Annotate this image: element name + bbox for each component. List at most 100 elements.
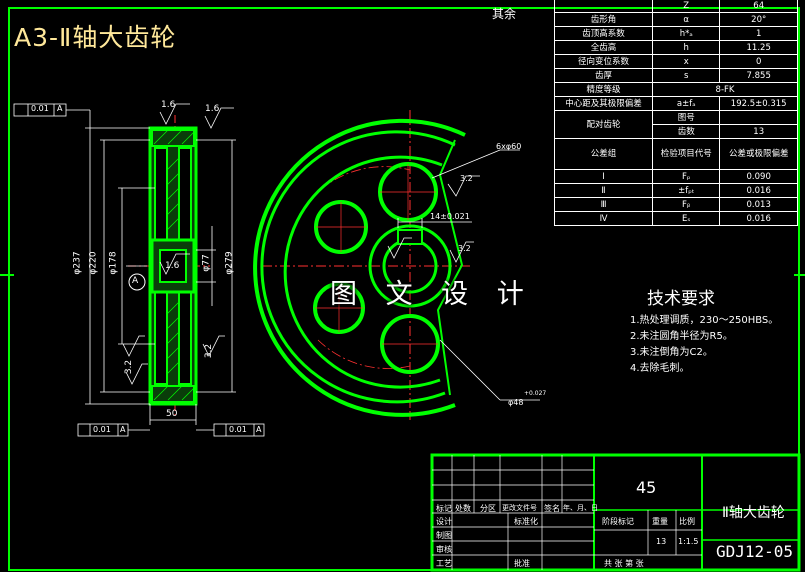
tb-reviewer: 审核 <box>436 545 452 554</box>
param-name: 齿厚 <box>553 68 654 83</box>
param-symbol: a±fₐ <box>652 96 721 111</box>
drawing-border <box>8 7 800 571</box>
roughness-front-2: 3.2 <box>458 244 471 253</box>
param-value: 7.855 <box>719 68 798 83</box>
pair-row: 配对齿轮图号 <box>553 110 798 139</box>
pair-teeth-label: 齿数 <box>652 124 721 139</box>
tolerance-value: 0.016 <box>719 183 798 198</box>
tolerance-value: 0.016 <box>719 211 798 226</box>
roughness-front-1: 3.2 <box>460 174 473 183</box>
tolerance-bottom-right-datum: A <box>256 425 262 434</box>
pair-drawing-no-label: 图号 <box>652 110 721 125</box>
param-symbol: s <box>652 68 721 83</box>
roughness-mid: 1.6 <box>165 261 180 271</box>
dim-d237: φ237 <box>72 251 83 275</box>
tb-sheets: 共 张 第 张 <box>604 559 644 568</box>
tolerance-code: Fᵦ <box>652 197 721 212</box>
pair-drawing-no-value <box>719 110 798 125</box>
param-name: 全齿高 <box>553 40 654 55</box>
pair-label: 配对齿轮 <box>553 110 654 139</box>
tolerance-top-datum: A <box>57 104 63 113</box>
watermark: 图 文 设 计 <box>330 279 534 310</box>
param-name <box>553 0 654 13</box>
tech-requirements-list: 1.热处理调质，230～250HBS。 2.未注圆角半径为R5。 3.未注倒角为… <box>630 313 778 377</box>
tech-requirements-title: 技术要求 <box>647 289 715 309</box>
tolerance-group: Ⅰ <box>553 169 654 184</box>
tolerance-code: ±fₚₜ <box>652 183 721 198</box>
param-name: 径向变位系数 <box>553 54 654 69</box>
tech-item: 2.未注圆角半径为R5。 <box>630 331 733 342</box>
param-symbol: h <box>652 40 721 55</box>
drawing-title: A3-Ⅱ轴大齿轮 <box>14 23 177 52</box>
tech-item: 4.去除毛刺。 <box>630 363 690 374</box>
roughness-bottom-left: 3.2 <box>124 359 135 375</box>
section-view <box>13 103 265 437</box>
param-value: 64 <box>719 0 798 13</box>
dim-bore: φ48 <box>508 398 524 407</box>
dim-bore-tolerance: +0.027 <box>524 390 547 397</box>
datum-a-label: A <box>132 276 139 286</box>
tolerance-value: 0.090 <box>719 169 798 184</box>
tb-col-count: 处数 <box>455 504 471 513</box>
tb-material: 45 <box>636 478 657 497</box>
param-name: 中心距及其极限偏差 <box>553 96 654 111</box>
tolerance-top-value: 0.01 <box>31 104 49 113</box>
param-symbol: h*ₐ <box>652 26 721 41</box>
tb-quantity: 13 <box>656 537 667 546</box>
group-header-row: 公差组检验项目代号公差或极限偏差 <box>553 138 798 170</box>
dim-d77: φ77 <box>201 254 212 272</box>
dim-holes: 6xφ60 <box>496 142 522 151</box>
roughness-bottom-right: 3.2 <box>204 343 215 359</box>
group-tolerance: 公差或极限偏差 <box>719 138 798 170</box>
tb-designer: 设计 <box>436 517 452 526</box>
param-name: 精度等级 <box>553 82 654 97</box>
group-label: 公差组 <box>553 138 654 170</box>
dim-key-width: 14±0.021 <box>430 212 470 221</box>
tb-weight: 重量 <box>652 517 668 526</box>
roughness-top-2: 1.6 <box>205 104 220 114</box>
tolerance-bottom-left-datum: A <box>120 425 126 434</box>
roughness-top-1: 1.6 <box>161 100 176 110</box>
dim-d279: φ279 <box>224 251 235 275</box>
param-value: 0 <box>719 54 798 69</box>
group-check-item: 检验项目代号 <box>652 138 721 170</box>
tolerance-group: Ⅲ <box>553 197 654 212</box>
tb-col-zone: 分区 <box>480 504 496 513</box>
tb-drawing-number: GDJ12-05 <box>716 542 794 561</box>
tolerance-group: Ⅳ <box>553 211 654 226</box>
tb-part-name: Ⅱ轴大齿轮 <box>722 505 785 521</box>
param-value: 20° <box>719 12 798 27</box>
tolerance-bottom-left-value: 0.01 <box>93 425 111 434</box>
param-value: 11.25 <box>719 40 798 55</box>
tb-scale: 1:1.5 <box>678 537 699 546</box>
tb-scale-label: 比例 <box>679 517 695 526</box>
tb-standardization: 标准化 <box>514 517 538 526</box>
pair-teeth-value: 13 <box>719 124 798 139</box>
param-name: 齿形角 <box>553 12 654 27</box>
dim-d178: φ178 <box>108 251 119 275</box>
other-roughness-label: 其余 <box>492 7 517 21</box>
tb-col-change-doc: 更改文件号 <box>502 504 537 512</box>
param-name: 齿顶高系数 <box>553 26 654 41</box>
tb-col-date: 年、月、日 <box>563 504 598 512</box>
dim-d220: φ220 <box>88 251 99 275</box>
param-symbol: α <box>652 12 721 27</box>
param-value: 192.5±0.315 <box>719 96 798 111</box>
param-value: 8-FK <box>652 82 798 97</box>
tb-col-sign: 签名 <box>544 504 560 513</box>
dim-width: 50 <box>166 409 178 419</box>
tolerance-code: Eₛ <box>652 211 721 226</box>
title-block <box>430 453 801 572</box>
tb-process: 工艺 <box>436 559 452 568</box>
